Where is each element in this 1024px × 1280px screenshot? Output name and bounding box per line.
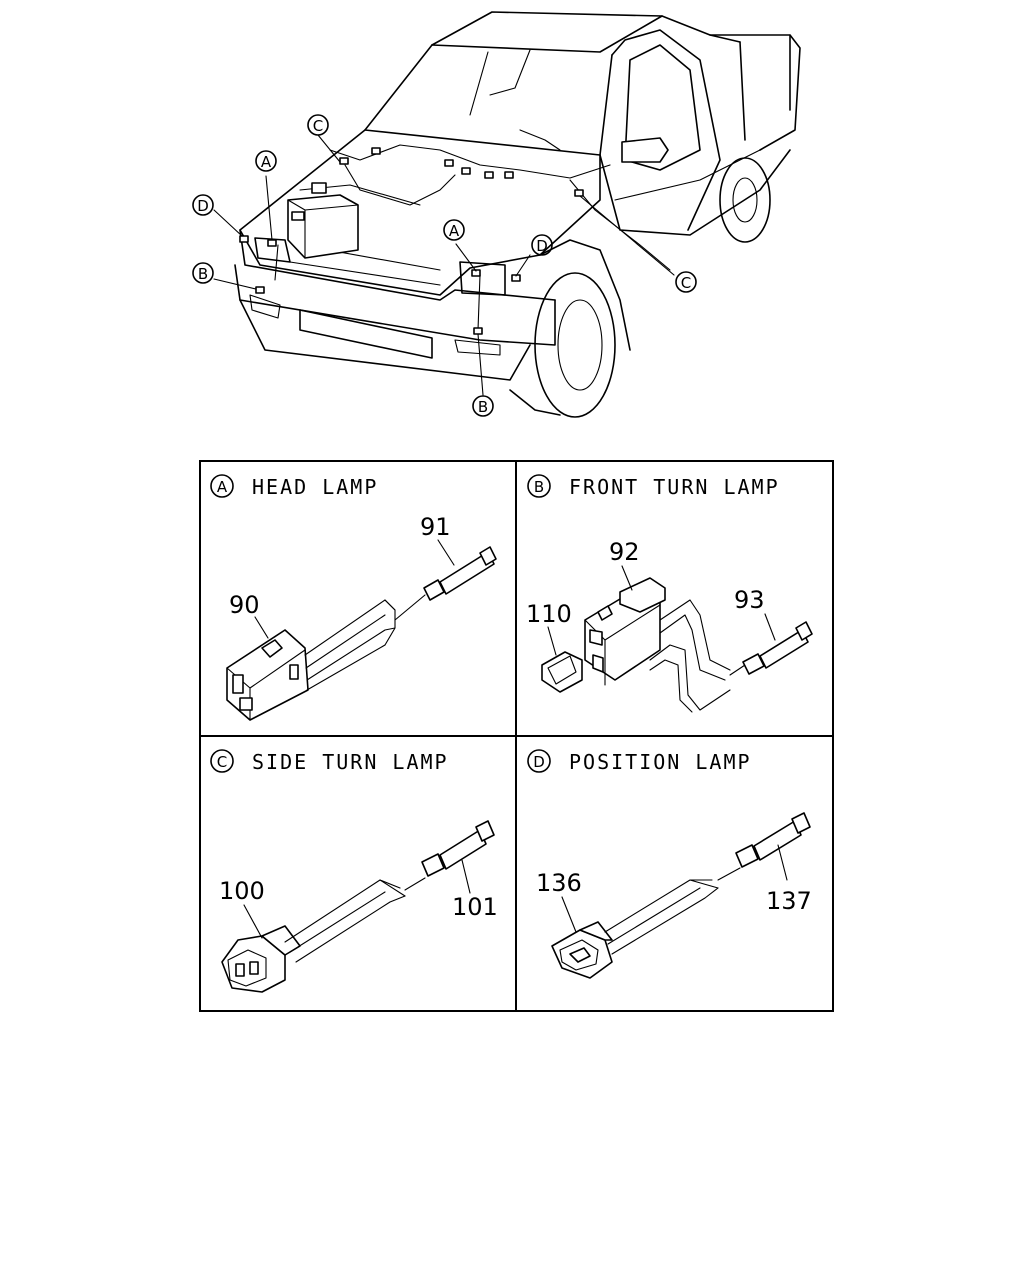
- top-callout-D2: D: [531, 234, 553, 256]
- svg-text:B: B: [478, 398, 488, 416]
- part-number-137: 137: [766, 887, 812, 915]
- top-callout-D1: D: [192, 194, 214, 216]
- panel-side-turn-lamp-title: SIDE TURN LAMP: [252, 750, 449, 774]
- top-callout-A2: A: [443, 219, 465, 241]
- panel-position-lamp: D POSITION LAMP 136 137: [527, 749, 812, 979]
- connector-100-drawing: [221, 879, 406, 993]
- svg-text:C: C: [217, 753, 227, 771]
- terminal-93-drawing: [729, 621, 813, 676]
- svg-text:A: A: [449, 222, 460, 240]
- svg-text:B: B: [534, 478, 544, 496]
- part-number-100: 100: [219, 877, 265, 905]
- part-number-90: 90: [229, 591, 260, 619]
- svg-text:D: D: [536, 237, 548, 255]
- panel-head-lamp-title: HEAD LAMP: [252, 475, 378, 499]
- clip-110-drawing: [541, 651, 583, 693]
- panel-head-lamp: A HEAD LAMP 90 91: [210, 474, 497, 721]
- top-callout-C2: C: [675, 271, 697, 293]
- panel-grid: [199, 460, 834, 1012]
- panel-side-turn-lamp: C SIDE TURN LAMP 100 101: [210, 749, 498, 993]
- svg-text:D: D: [533, 753, 545, 771]
- part-number-92: 92: [609, 538, 640, 566]
- connector-136-drawing: [551, 879, 719, 979]
- terminal-101-drawing: [404, 820, 495, 891]
- top-callout-B1: B: [192, 262, 214, 284]
- svg-text:C: C: [313, 117, 323, 135]
- svg-text:B: B: [198, 265, 208, 283]
- svg-text:D: D: [197, 197, 209, 215]
- svg-text:A: A: [217, 478, 228, 496]
- panel-position-lamp-title: POSITION LAMP: [569, 750, 752, 774]
- part-number-110: 110: [526, 600, 572, 628]
- part-number-101: 101: [452, 893, 498, 921]
- connector-92-drawing: [584, 577, 731, 713]
- top-callout-C1: C: [307, 114, 329, 136]
- truck-illustration: [234, 11, 801, 418]
- part-number-93: 93: [734, 586, 765, 614]
- top-callout-A1: A: [255, 150, 277, 172]
- callout-leaders: [213, 134, 675, 396]
- top-callout-B2: B: [472, 395, 494, 417]
- panel-front-turn-lamp-title: FRONT TURN LAMP: [569, 475, 780, 499]
- svg-text:A: A: [261, 153, 272, 171]
- part-number-136: 136: [536, 869, 582, 897]
- terminal-137-drawing: [717, 812, 811, 881]
- svg-text:C: C: [681, 274, 691, 292]
- connector-90-drawing: [226, 599, 396, 721]
- panel-front-turn-lamp: B FRONT TURN LAMP 92 11: [526, 474, 813, 713]
- terminal-91-drawing: [394, 546, 497, 621]
- part-number-91: 91: [420, 513, 451, 541]
